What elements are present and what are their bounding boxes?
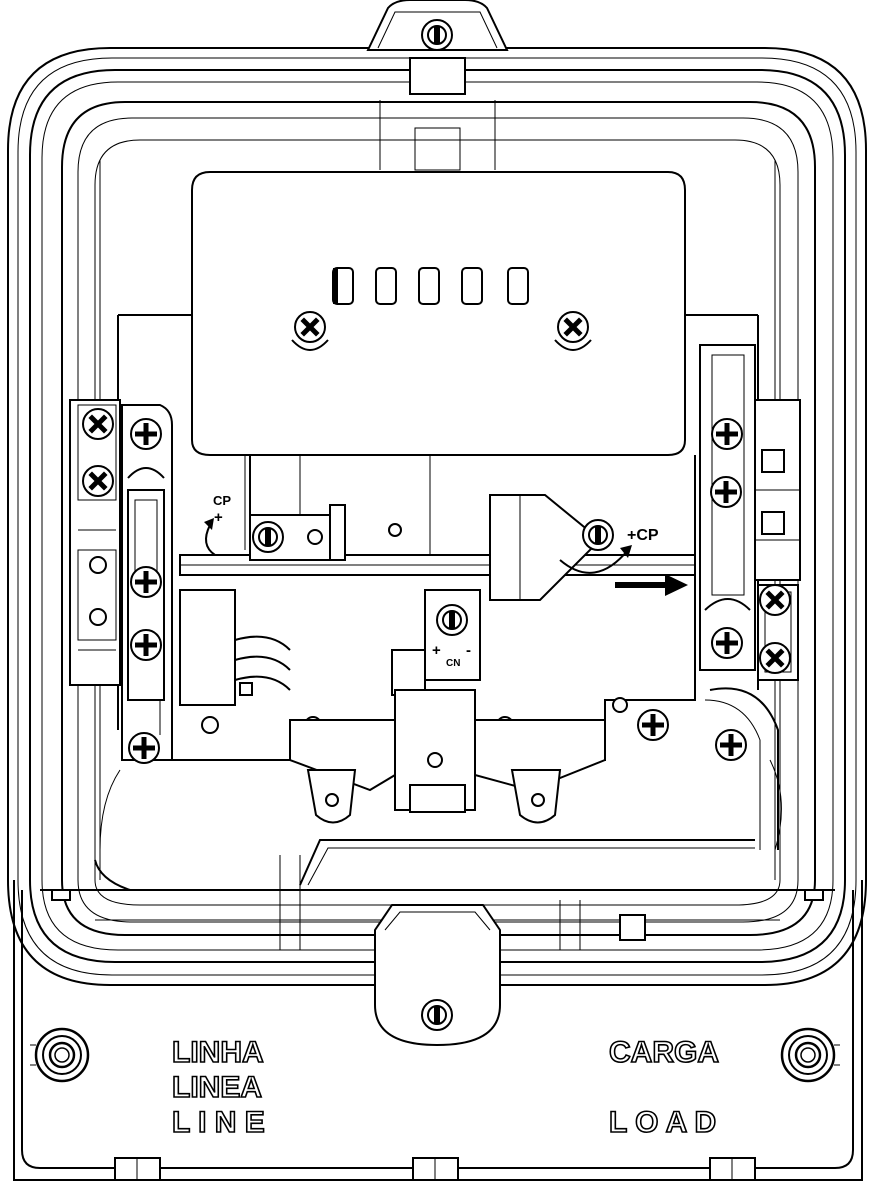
left-cp-adjuster: CP + [204,493,345,560]
cover-clips [52,890,823,900]
digit-windows [333,268,528,304]
bottom-seal-screw-icon [421,999,453,1031]
right-terminal-strip [637,345,800,850]
phillips-screw-icon [711,627,743,659]
bottom-feet [115,1158,755,1180]
phillips-screw-icon [130,418,162,450]
label-load: L O A D [609,1106,716,1139]
digit-window-3 [419,268,439,304]
register-screw-left [287,304,333,350]
left-cp-label: CP [213,493,231,508]
seal-screw-icon [582,519,614,551]
phillips-screw-icon [130,629,162,661]
line-labels: LINHA LINEA L I N E [171,1035,265,1140]
phillips-screw-icon [711,418,743,450]
load-labels: CARGA L O A D [608,1035,720,1140]
lower-brackets [290,720,605,823]
rotation-arrow-icon [206,525,215,555]
right-cp-label: +CP [627,527,659,544]
right-cp-adjuster: +CP [490,495,688,600]
top-seal-tab [368,0,507,170]
register-plate [192,172,685,455]
register-screw-right [550,304,596,350]
label-linha: LINHA [172,1036,264,1069]
cn-plus: + [432,642,441,659]
digit-window-2 [376,268,396,304]
bottom-seal-tab [375,905,500,1045]
cn-minus: - [466,642,471,659]
line-terminal-post-icon [34,1027,90,1083]
seal-screw-icon [252,521,284,553]
label-linea: LINEA [172,1071,262,1104]
left-terminal-strip [70,400,172,764]
arrow-right-icon [615,574,688,596]
digit-window-4 [462,268,482,304]
digit-window-5 [508,268,528,304]
label-carga: CARGA [609,1036,719,1069]
load-terminal-post-icon [780,1027,836,1083]
phillips-screw-icon [715,729,747,761]
cn-label: CN [446,658,460,669]
top-seal-screw-icon [421,19,453,51]
phillips-screw-icon [637,709,669,741]
cn-adjuster: + - CN [392,590,480,812]
rotation-arrow-icon [560,550,628,573]
phillips-screw-icon [710,476,742,508]
seal-screw-icon [436,604,468,636]
phillips-screw-icon [128,732,160,764]
label-line: L I N E [172,1106,265,1139]
phillips-screw-icon [130,566,162,598]
left-cp-plus: + [214,509,223,526]
